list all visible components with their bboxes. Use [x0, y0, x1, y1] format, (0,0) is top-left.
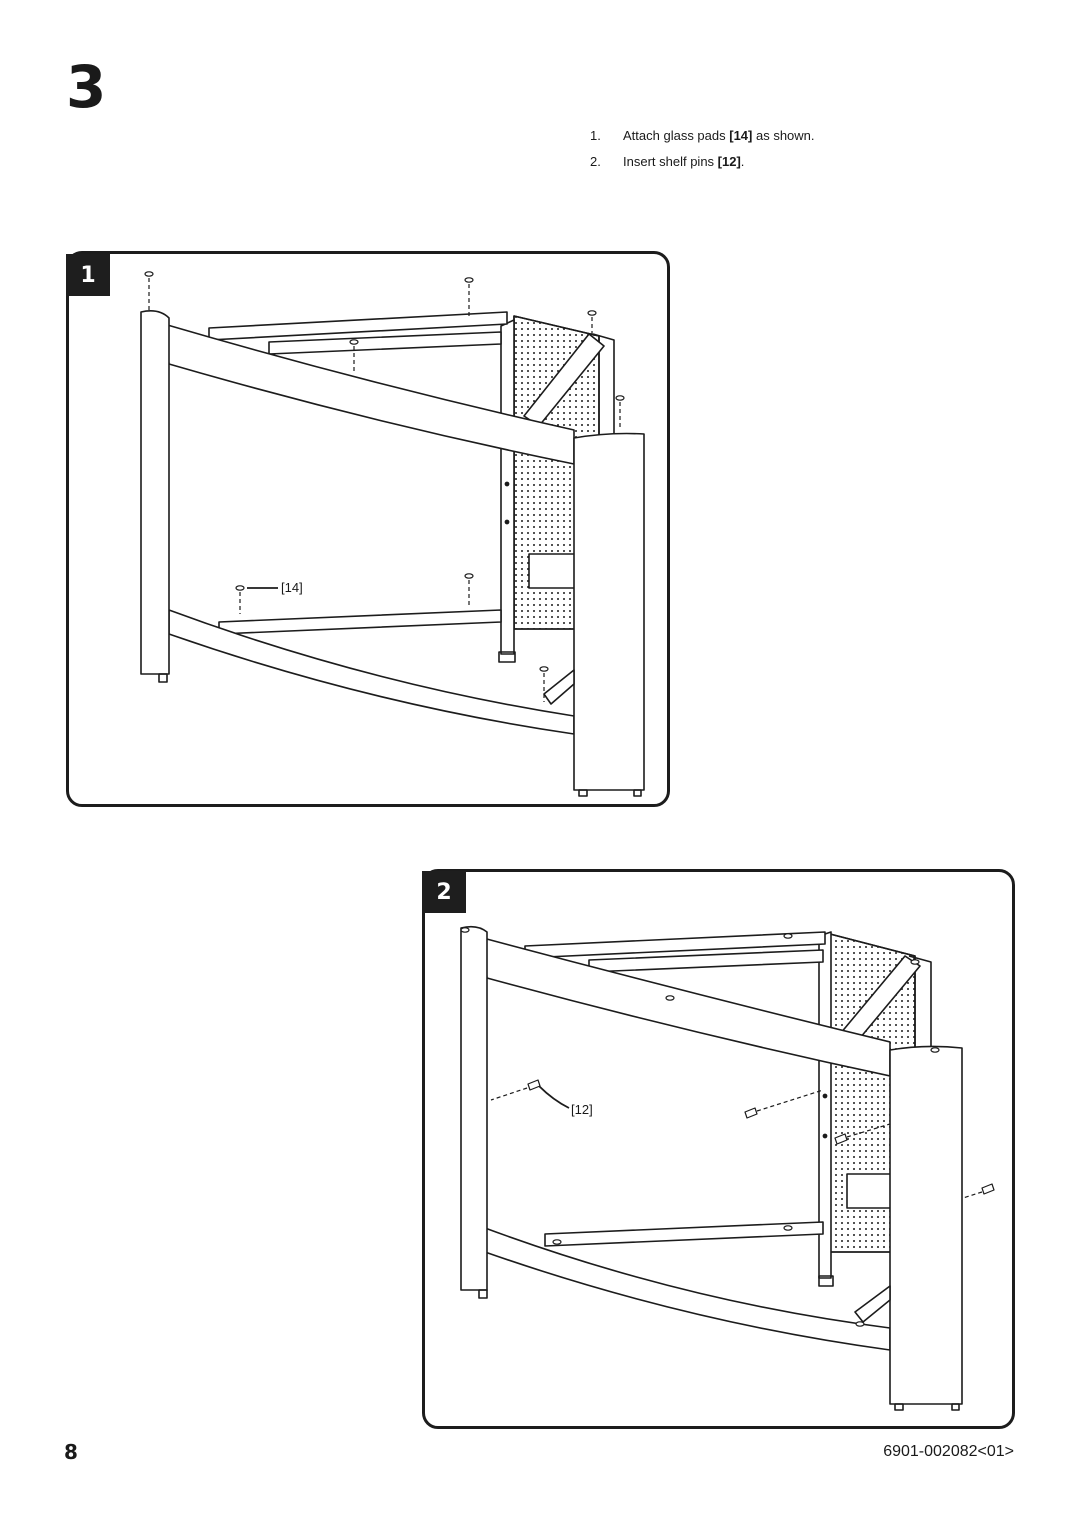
instruction-text-end: .	[740, 154, 745, 169]
instruction-text: Insert shelf pins	[623, 154, 718, 169]
instruction-item: 1. Attach glass pads [14] as shown.	[590, 128, 815, 154]
instruction-text-end: as shown.	[752, 128, 815, 143]
part-callout-14: [14]	[281, 580, 303, 595]
step-number: 3	[66, 53, 107, 121]
stand-frame-glass-pads-illustration	[140, 271, 645, 797]
panel-badge-2: 2	[422, 871, 466, 913]
document-code: 6901-002082<01>	[883, 1443, 1014, 1460]
part-reference: [14]	[729, 128, 753, 143]
illustration-panel-1: [14]	[66, 251, 670, 807]
instruction-number: 2.	[590, 154, 601, 169]
panel-badge-1: 1	[66, 254, 110, 296]
instruction-list: 1. Attach glass pads [14] as shown. 2. Ins…	[590, 128, 815, 180]
instruction-item: 2. Insert shelf pins [12].	[590, 154, 815, 180]
instruction-number: 1.	[590, 128, 601, 143]
part-reference: [12]	[717, 154, 741, 169]
illustration-panel-2: [12]	[422, 869, 1015, 1429]
page-number: 8	[64, 1440, 78, 1464]
instruction-text: Attach glass pads	[623, 128, 730, 143]
stand-frame-shelf-pins-illustration	[460, 925, 995, 1411]
part-callout-12: [12]	[571, 1102, 593, 1117]
